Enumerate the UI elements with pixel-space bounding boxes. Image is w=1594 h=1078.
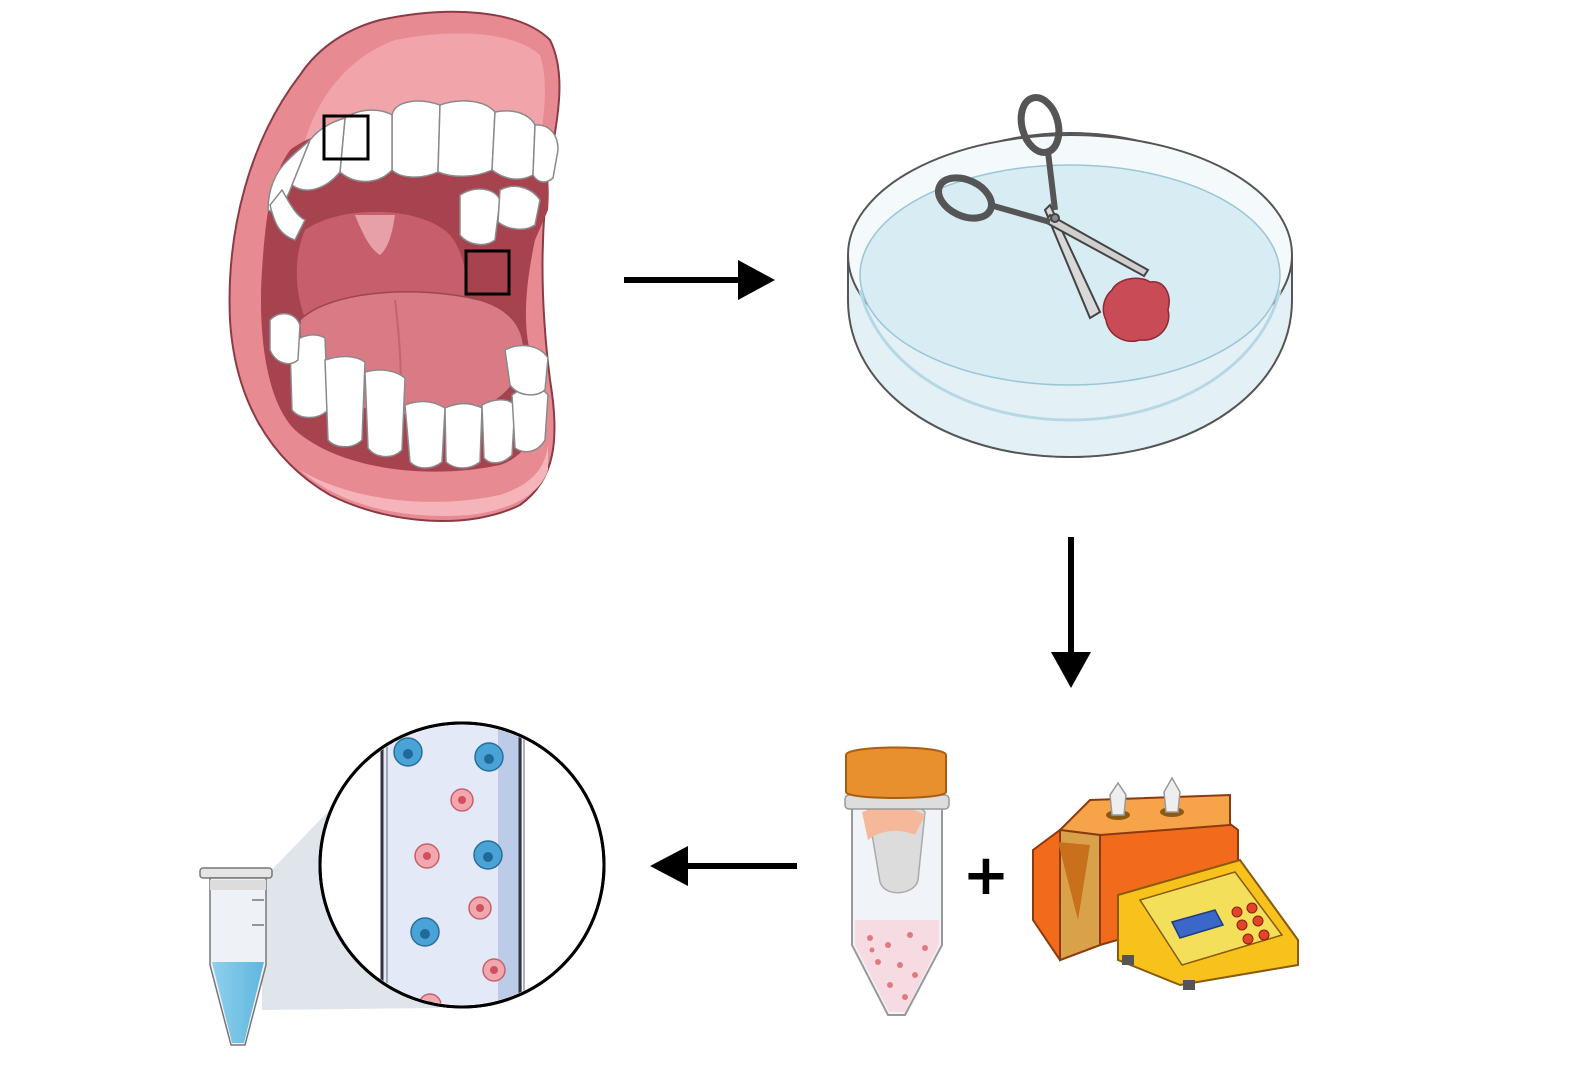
microtube-with-cells-icon [199, 721, 606, 1046]
arrow-left-icon [650, 846, 797, 886]
sample-site-box-upper [322, 114, 370, 161]
petri-dish-with-scissors-icon [847, 94, 1293, 459]
sample-site-box-cheek [464, 249, 511, 296]
arrow-down-icon [1051, 537, 1091, 688]
thermo-shaker-icon [1032, 776, 1299, 990]
plus-operator: + [962, 843, 1010, 908]
arrow-right-icon [624, 260, 775, 300]
open-mouth-icon [228, 10, 561, 522]
conical-tube-icon [844, 746, 950, 1016]
